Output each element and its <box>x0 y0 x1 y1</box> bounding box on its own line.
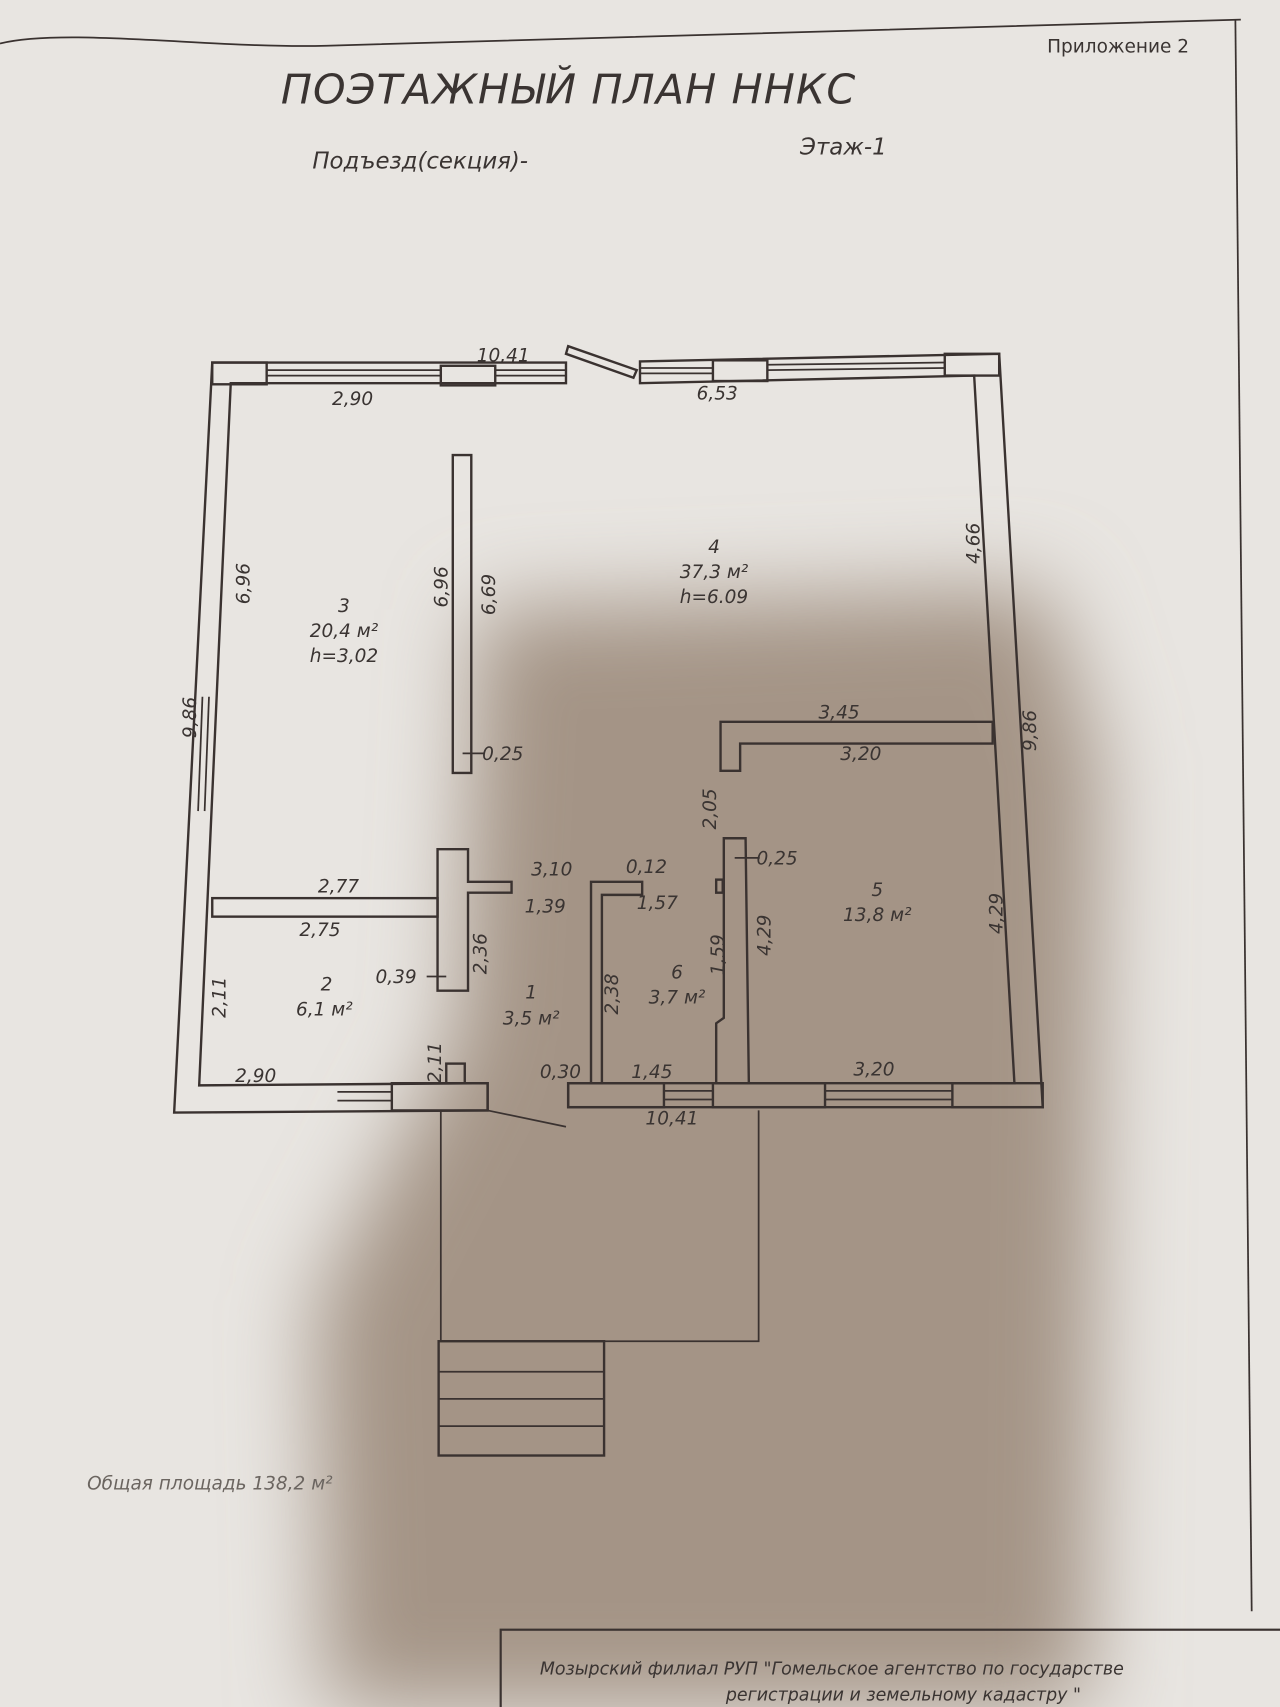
page-top-edge <box>0 18 1241 47</box>
dim-room5-left: 4,29 <box>755 915 776 956</box>
dim-238: 2,38 <box>602 973 623 1014</box>
porch <box>437 1110 760 1457</box>
appendix-label: Приложение 2 <box>1047 36 1189 57</box>
dim-right-total: 9,86 <box>1020 710 1041 751</box>
dim-012: 0,12 <box>626 857 667 878</box>
dim-030: 0,30 <box>540 1062 581 1083</box>
total-area: Общая площадь 138,2 м² <box>87 1473 333 1494</box>
room-6-number: 6 <box>671 963 683 984</box>
dim-top-total: 10,41 <box>477 345 530 366</box>
dim-room6-left: 1,59 <box>708 934 729 975</box>
dim-wall34-thickness: 0,25 <box>482 744 523 765</box>
dim-236: 2,36 <box>471 933 492 974</box>
dim-211-left: 2,11 <box>209 977 230 1018</box>
dim-room5-right: 4,29 <box>986 893 1007 934</box>
entrance-label: Подъезд(секция)- <box>312 149 528 175</box>
entrance-door-leaf <box>564 344 639 380</box>
dim-205: 2,05 <box>700 788 721 829</box>
room-labels: 3 20,4 м² h=3,02 4 37,3 м² h=6.09 5 13,8… <box>296 537 912 1029</box>
interior-walls <box>211 453 994 1085</box>
dim-bottom-total: 10,41 <box>645 1109 698 1130</box>
hand-shadow <box>315 587 1100 1707</box>
organization-line-2: регистрации и земельному кадастру " <box>725 1685 1081 1705</box>
floor-label: Этаж-1 <box>799 135 887 161</box>
room-2-area: 6,1 м² <box>296 1000 353 1021</box>
dim-211-right: 2,11 <box>425 1042 446 1083</box>
dim-left-upper: 6,96 <box>233 563 254 604</box>
dimension-labels: 10,41 2,90 6,53 6,96 9,86 6,96 6,69 0,25… <box>180 345 1041 1129</box>
room-3-number: 3 <box>338 596 350 617</box>
room-4-area: 37,3 м² <box>680 562 749 583</box>
room-1-area: 3,5 м² <box>503 1008 560 1029</box>
dim-139: 1,39 <box>525 896 566 917</box>
page-title: ПОЭТАЖНЫЙ ПЛАН ННКС <box>281 65 856 113</box>
dim-top-left: 2,90 <box>332 389 373 410</box>
room-3-height: h=3,02 <box>310 646 378 667</box>
dim-wall34-b: 6,69 <box>479 574 500 615</box>
room-4-height: h=6.09 <box>680 587 748 608</box>
dim-310: 3,10 <box>531 859 572 880</box>
room-4-number: 4 <box>708 537 720 558</box>
dim-039: 0,39 <box>376 967 417 988</box>
dim-bottom-right: 3,20 <box>853 1060 894 1081</box>
door-swing-line <box>487 1109 567 1128</box>
dim-wall45-top: 3,45 <box>819 703 860 724</box>
dim-277: 2,77 <box>318 877 359 898</box>
room-1-number: 1 <box>525 982 537 1003</box>
organization-stamp-box <box>499 1628 1280 1707</box>
room-3-area: 20,4 м² <box>310 621 379 642</box>
dim-bottom-left: 2,90 <box>235 1066 276 1087</box>
dim-145: 1,45 <box>631 1062 672 1083</box>
organization-line-1: Мозырский филиал РУП "Гомельское агентст… <box>540 1659 1124 1679</box>
room-2-number: 2 <box>321 975 333 996</box>
dim-wall56-thickness: 0,25 <box>756 848 797 869</box>
dim-left-total: 9,86 <box>180 697 201 738</box>
room-6-area: 3,7 м² <box>649 988 706 1009</box>
dim-right-upper: 4,66 <box>964 523 985 564</box>
outer-walls <box>172 344 1044 1128</box>
dim-157: 1,57 <box>637 893 678 914</box>
dim-275: 2,75 <box>299 920 340 941</box>
page-border-right <box>1234 19 1253 1612</box>
room-5-area: 13,8 м² <box>843 905 912 926</box>
dim-top-right: 6,53 <box>697 384 738 405</box>
room-5-number: 5 <box>871 880 883 901</box>
dim-wall45-bottom: 3,20 <box>840 744 881 765</box>
dim-wall34-a: 6,96 <box>431 566 452 607</box>
